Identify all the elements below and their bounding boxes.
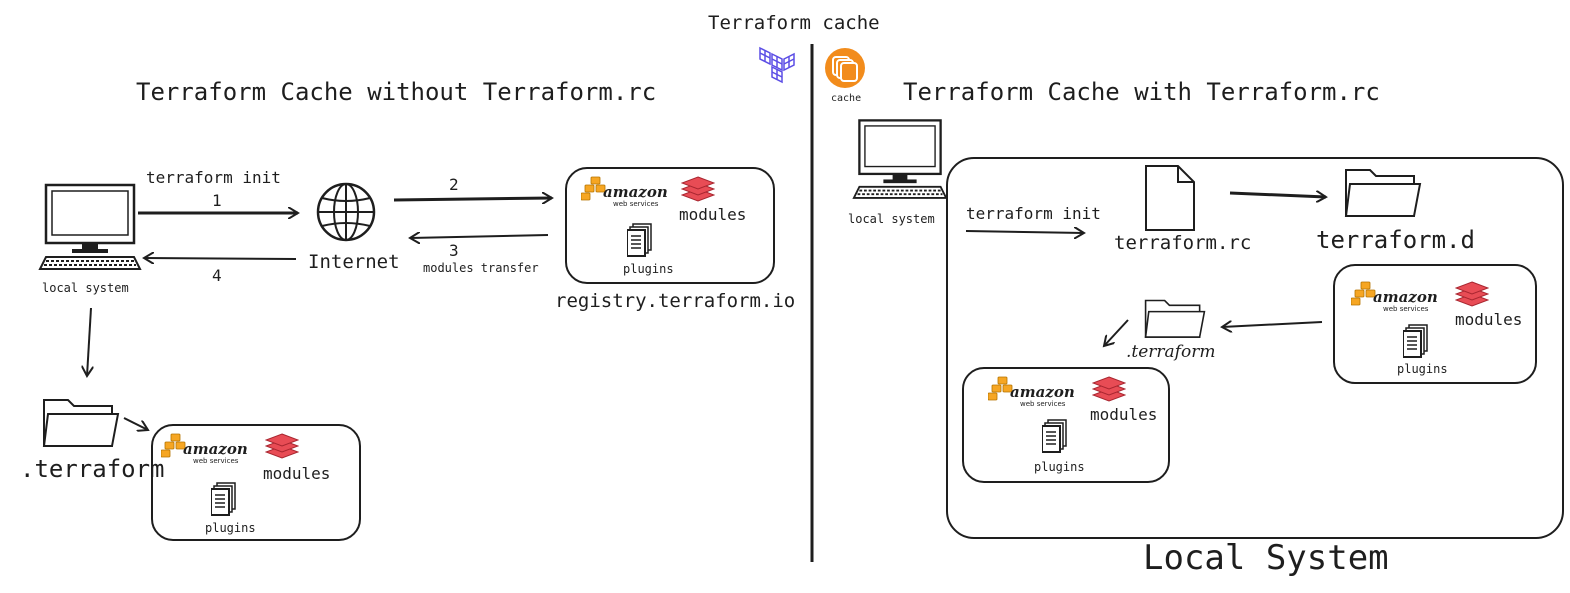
left-terraform-dir-label: .terraform (20, 455, 165, 483)
left-cmd-label: terraform init (146, 168, 281, 187)
right-terraform-dir-label: .terraform (1126, 342, 1216, 362)
modules-stack-icon (681, 176, 715, 202)
right-local-system-label: local system (848, 212, 935, 226)
aws-cubes-icon (161, 433, 186, 458)
aws-logo-text: amazon (1010, 383, 1075, 401)
aws-logo-text: amazon (1373, 288, 1438, 306)
globe-icon (316, 182, 376, 242)
computer-icon (852, 119, 948, 199)
modules-stack-icon (1455, 281, 1489, 307)
registry-box: amazon web services modules plugins (565, 167, 775, 284)
arrow-step-4 (144, 258, 297, 259)
right-title: Terraform Cache with Terraform.rc (903, 78, 1380, 106)
computer-icon (38, 183, 142, 270)
arrow-step-3 (410, 235, 549, 238)
folder-icon (1144, 299, 1206, 338)
folder-icon (42, 399, 120, 447)
plugins-label: plugins (205, 521, 256, 535)
step-2-label: 2 (449, 175, 459, 194)
modules-stack-icon (265, 433, 299, 459)
cache-icon (825, 48, 865, 88)
plugins-document-icon (1042, 419, 1067, 453)
aws-cubes-icon (581, 176, 606, 201)
modules-label: modules (1455, 310, 1523, 329)
local-system-container-label: Local System (1143, 538, 1389, 578)
internet-label: Internet (308, 251, 400, 273)
terraform-logo-icon (759, 46, 795, 84)
plugins-document-icon (627, 223, 652, 257)
modules-label: modules (679, 205, 747, 224)
rc-file-label: terraform.rc (1114, 232, 1252, 254)
cache-icon-label: cache (831, 93, 862, 104)
arrow-terraform-to-box (1104, 319, 1129, 346)
aws-logo-text: amazon (183, 440, 248, 458)
registry-label: registry.terraform.io (555, 290, 796, 312)
step-1-label: 1 (212, 191, 222, 210)
plugins-document-icon (211, 482, 236, 516)
right-local-box: amazon web services modules plugins (962, 367, 1170, 483)
modules-transfer-label: modules transfer (423, 261, 539, 275)
aws-logo-subtext: web services (613, 200, 659, 208)
arrow-to-local-box (123, 417, 148, 430)
arrow-init (965, 231, 1084, 233)
local-system-container (946, 157, 1564, 539)
modules-label: modules (1090, 405, 1158, 424)
aws-cubes-icon (1351, 281, 1376, 306)
aws-logo-subtext: web services (193, 457, 239, 465)
plugins-label: plugins (623, 262, 674, 276)
aws-logo-subtext: web services (1020, 400, 1066, 408)
d-folder-label: terraform.d (1316, 226, 1475, 254)
plugins-document-icon (1403, 324, 1428, 358)
left-local-box: amazon web services modules plugins (151, 424, 361, 541)
header-title: Terraform cache (708, 12, 880, 34)
aws-cubes-icon (988, 376, 1013, 401)
aws-logo-subtext: web services (1383, 305, 1429, 313)
left-local-system-label: local system (42, 281, 129, 295)
file-icon (1145, 165, 1195, 231)
modules-stack-icon (1092, 376, 1126, 402)
folder-icon (1344, 169, 1422, 217)
step-4-label: 4 (212, 266, 222, 285)
cache-box: amazon web services modules plugins (1333, 264, 1537, 384)
arrow-cache-to-terraform (1222, 322, 1323, 327)
right-cmd-label: terraform init (966, 204, 1101, 223)
aws-logo-text: amazon (603, 183, 668, 201)
arrow-step-2 (393, 198, 552, 200)
step-3-label: 3 (449, 241, 459, 260)
left-title: Terraform Cache without Terraform.rc (136, 78, 657, 106)
arrow-to-terraform-dir (87, 307, 91, 376)
plugins-label: plugins (1034, 460, 1085, 474)
modules-label: modules (263, 464, 331, 483)
arrow-rc-to-d (1229, 193, 1326, 197)
plugins-label: plugins (1397, 362, 1448, 376)
